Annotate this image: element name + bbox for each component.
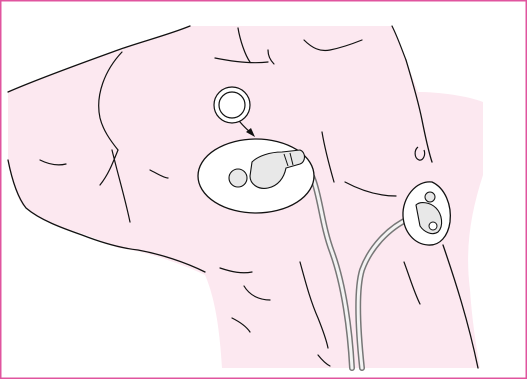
chest-pad-snap-icon bbox=[229, 169, 247, 187]
chest-electrode-pad bbox=[198, 139, 314, 213]
side-pad-snap-icon bbox=[425, 192, 435, 202]
side-pad-button-icon bbox=[429, 222, 437, 230]
